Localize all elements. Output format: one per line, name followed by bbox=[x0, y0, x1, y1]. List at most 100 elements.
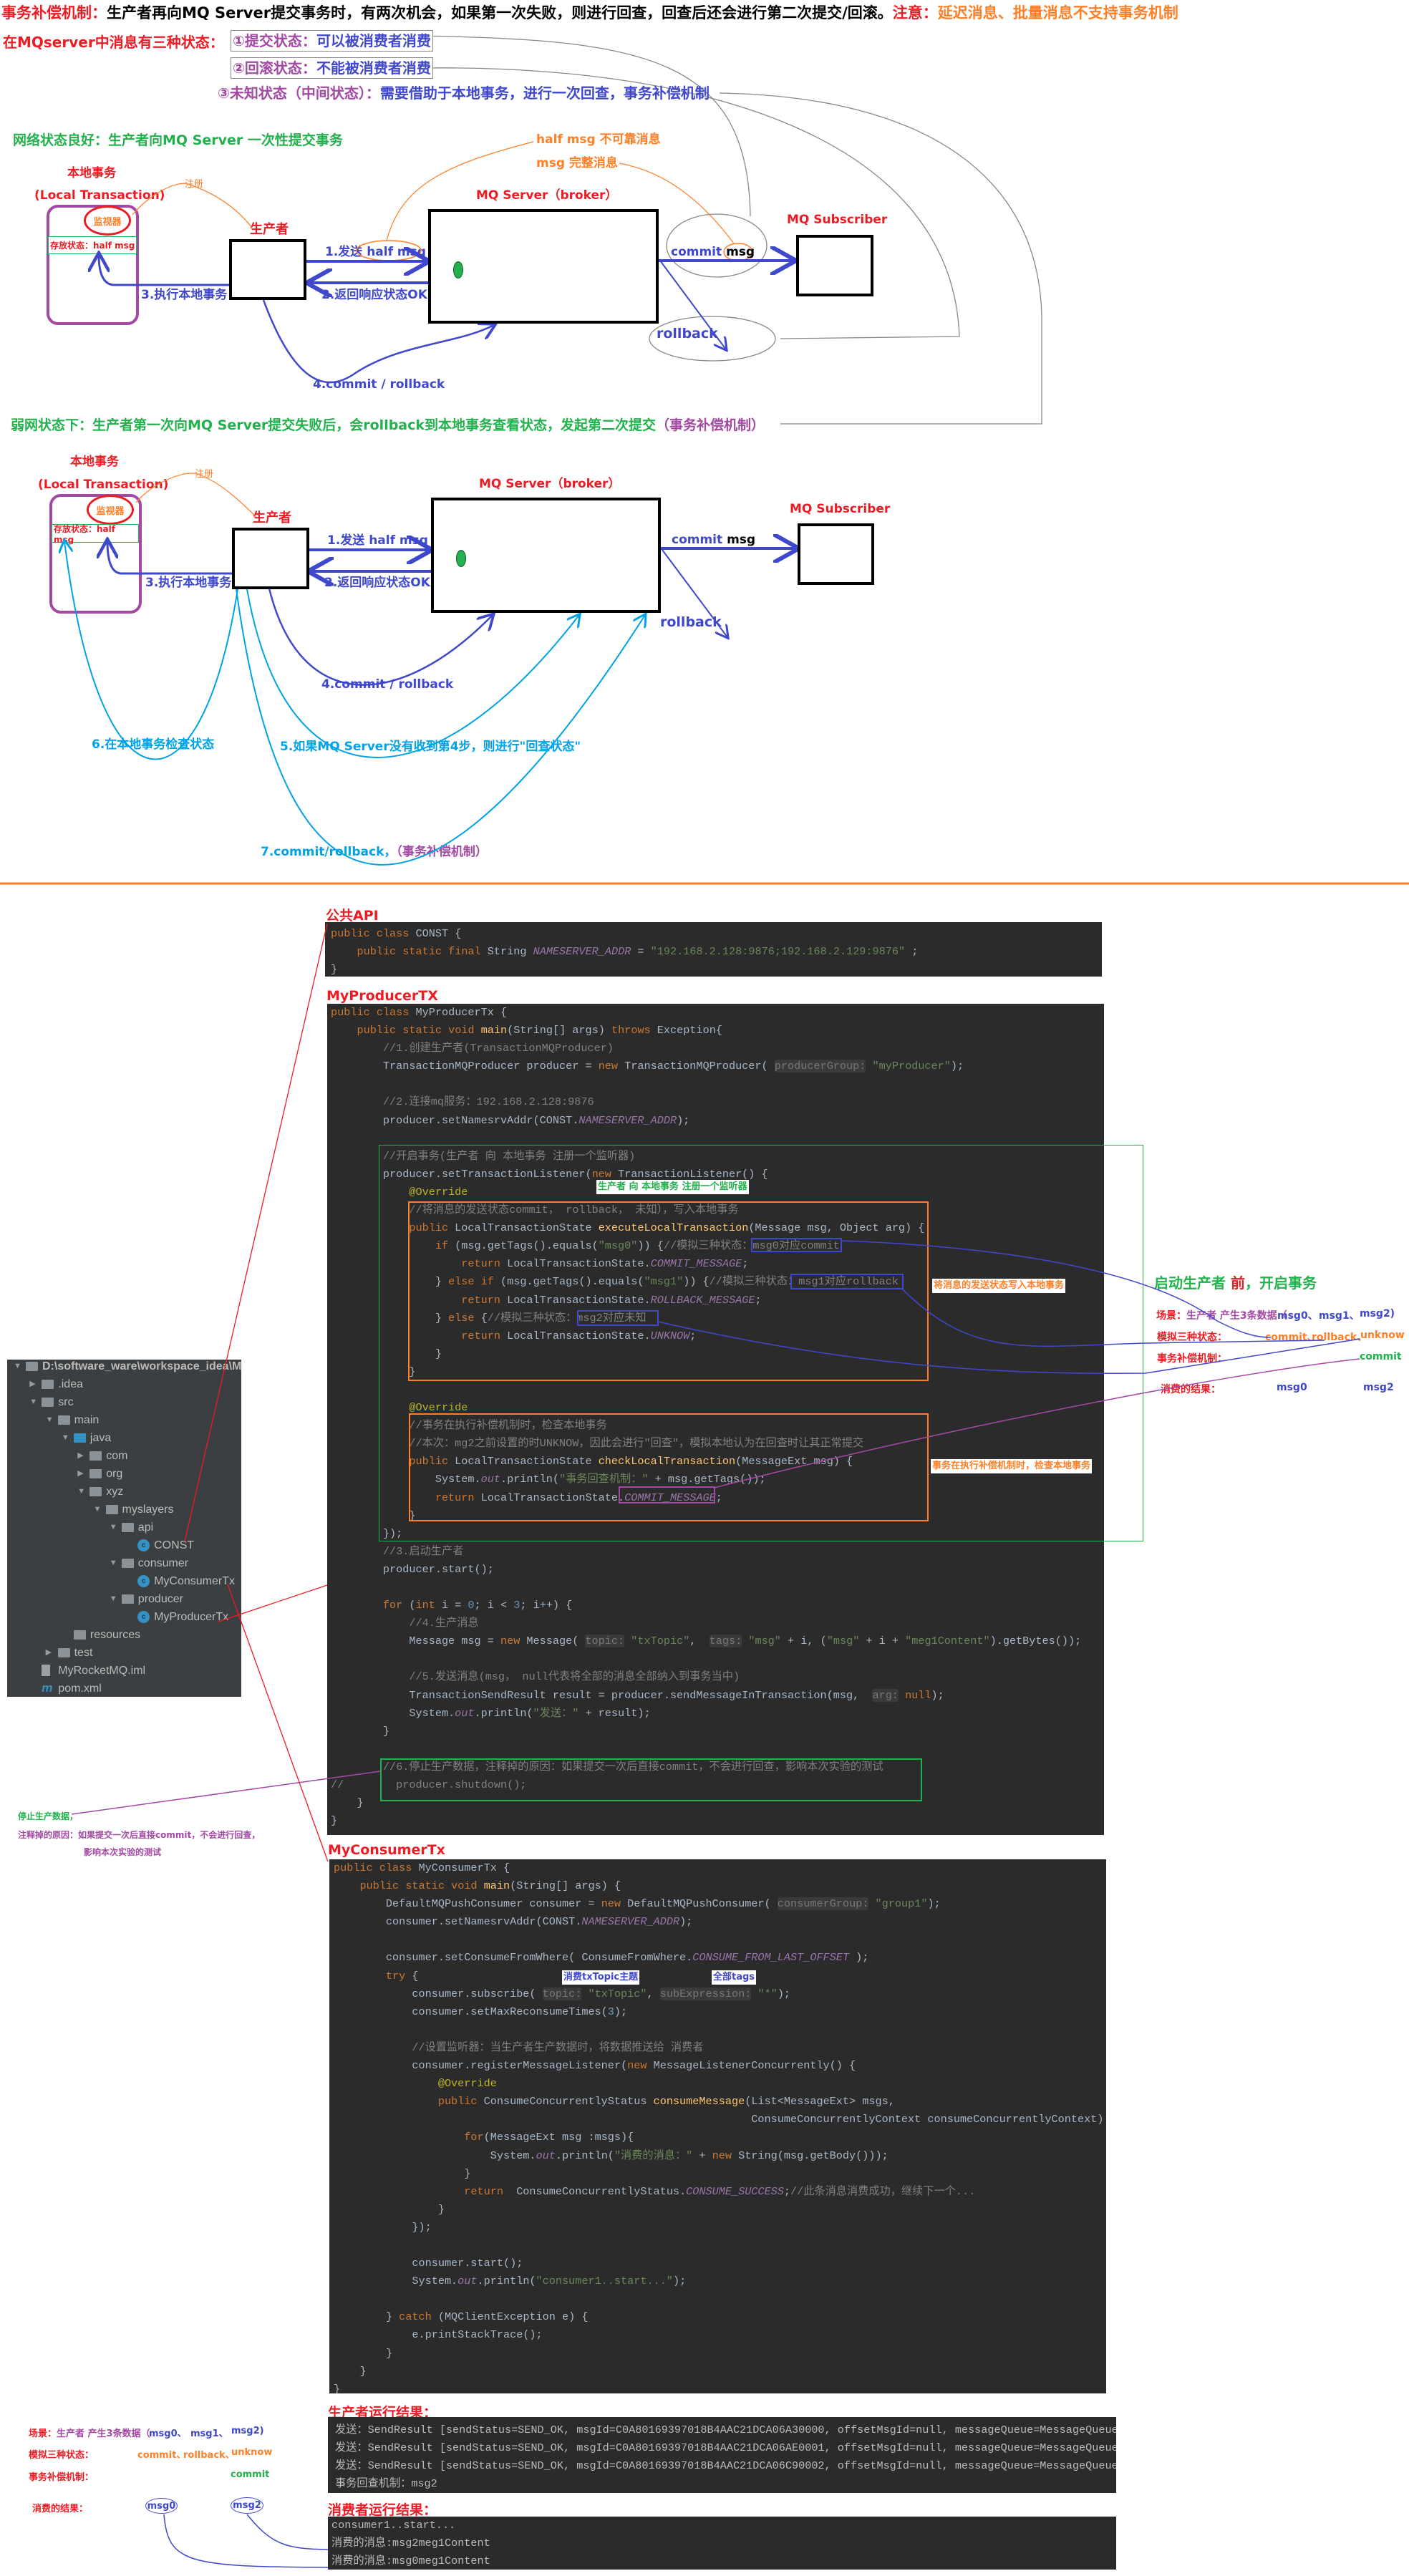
tree-item[interactable]: ▼myslayers bbox=[7, 1501, 241, 1519]
stop-reason-2: 影响本次实验的测试 bbox=[84, 1847, 162, 1857]
producer-console: 发送：SendResult [sendStatus=SEND_OK, msgId… bbox=[328, 2417, 1116, 2493]
collapse-arrow-icon[interactable]: ▶ bbox=[45, 1648, 52, 1657]
tree-item[interactable]: ▼api bbox=[7, 1519, 241, 1536]
scene-label: 场景： bbox=[29, 2429, 57, 2439]
heading-b: 前 bbox=[1230, 1274, 1245, 1292]
code-line bbox=[331, 1650, 1104, 1668]
subscriber-label: MQ Subscriber bbox=[790, 502, 891, 516]
code-line bbox=[334, 2237, 1106, 2255]
collapse-arrow-icon[interactable]: ▶ bbox=[77, 1451, 84, 1460]
sim-rollback: rollback、 bbox=[1312, 1332, 1367, 1343]
code-line: producer.setNamesrvAddr(CONST.NAMESERVER… bbox=[331, 1113, 690, 1127]
code-line: DefaultMQPushConsumer consumer = new Def… bbox=[334, 1897, 941, 1911]
tree-item-label: main bbox=[74, 1414, 100, 1426]
step1-label: 1.发送 half msg bbox=[325, 245, 426, 259]
expand-arrow-icon[interactable]: ▼ bbox=[14, 1362, 21, 1370]
tree-item[interactable]: resources bbox=[7, 1626, 241, 1644]
code-line: } bbox=[331, 963, 338, 977]
code-line: return LocalTransactionState.ROLLBACK_ME… bbox=[461, 1293, 762, 1307]
consumer-result-label: 消费者运行结果： bbox=[328, 2502, 437, 2518]
code-line: } bbox=[331, 1365, 416, 1378]
package-icon bbox=[121, 1594, 134, 1604]
tree-item[interactable]: ▶.idea bbox=[7, 1375, 241, 1393]
producer-label: 生产者 bbox=[253, 510, 291, 526]
listener-note: 生产者 向 本地事务 注册一个监听器 bbox=[596, 1180, 749, 1194]
code-line: public class MyProducerTx { bbox=[331, 1006, 508, 1019]
tree-item[interactable]: ▼java bbox=[7, 1429, 241, 1447]
code-line: TransactionSendResult result = producer.… bbox=[331, 1688, 944, 1702]
step3-label: 3.执行本地事务 bbox=[141, 288, 228, 302]
tree-item[interactable]: ▼ main bbox=[7, 1411, 241, 1429]
tree-item[interactable]: ▶ com bbox=[7, 1447, 241, 1465]
code-line: //事务在执行补偿机制时，检查本地事务 bbox=[409, 1419, 607, 1433]
collapse-arrow-icon[interactable]: ▶ bbox=[29, 1380, 36, 1388]
code-line: ConsumeConcurrentlyContext consumeConcur… bbox=[334, 2113, 1106, 2126]
expand-arrow-icon[interactable]: ▼ bbox=[109, 1594, 117, 1603]
expand-arrow-icon[interactable]: ▼ bbox=[109, 1523, 117, 1531]
expand-arrow-icon[interactable]: ▼ bbox=[45, 1415, 54, 1424]
state-item-commit: ①提交状态：可以被消费者消费 bbox=[231, 30, 433, 52]
code-line: } bbox=[331, 1509, 416, 1522]
note-label: 注意： bbox=[892, 4, 938, 21]
tree-item-label: MyProducerTx bbox=[154, 1611, 229, 1623]
state-item-unknown: ③未知状态（中间状态）：需要借助于本地事务，进行一次回查，事务补偿机制 bbox=[218, 84, 710, 102]
folder-icon bbox=[42, 1398, 54, 1407]
code-line: System.out.println("消费的消息：" + new String… bbox=[334, 2149, 889, 2162]
code-line: public class MyConsumerTx { bbox=[334, 1861, 510, 1874]
code-line: consumer.setConsumeFromWhere( ConsumeFro… bbox=[334, 1951, 869, 1965]
producer-label: 生产者 bbox=[250, 222, 289, 237]
code-line: @Override bbox=[409, 1185, 468, 1199]
producer-box bbox=[232, 528, 309, 589]
code-line: public class CONST { bbox=[331, 927, 462, 940]
tree-item[interactable]: ▼producer bbox=[7, 1590, 241, 1608]
code-line: //设置监听器：当生产者生产数据时，将数据推送给 消费者 bbox=[412, 2040, 704, 2054]
title-suffix: （事务补偿机制） bbox=[656, 417, 765, 433]
title-body: 生产者再向MQ Server提交事务时，有两次机会，如果第一次失败，则进行回查，… bbox=[107, 4, 893, 21]
commit-msg-label: commit msg bbox=[671, 245, 755, 259]
consumer-console: consumer1..start...消费的消息:msg2meg1Content… bbox=[328, 2517, 1116, 2570]
server-label: MQ Server（broker） bbox=[479, 477, 621, 491]
code-line: } bbox=[334, 2346, 393, 2360]
expand-arrow-icon[interactable]: ▼ bbox=[77, 1487, 86, 1496]
expand-arrow-icon[interactable]: ▼ bbox=[61, 1433, 69, 1442]
tree-item[interactable]: ▼consumer bbox=[7, 1554, 241, 1572]
code-line: System.out.println("发送：" + result); bbox=[331, 1706, 651, 1720]
step6-label: 6.在本地事务检查状态 bbox=[92, 737, 215, 752]
monitor-circle: 监视器 bbox=[84, 205, 131, 236]
package-icon bbox=[89, 1469, 102, 1478]
tree-item[interactable]: ▶test bbox=[7, 1644, 241, 1662]
tree-item-label: pom.xml bbox=[58, 1682, 102, 1695]
tree-item[interactable]: ▼xyz bbox=[7, 1483, 241, 1501]
code-line: System.out.println("consumer1..start..."… bbox=[334, 2275, 687, 2288]
stop-reason-label: 注释掉的原因： bbox=[18, 1830, 79, 1840]
console-line: 消费的消息:msg2meg1Content bbox=[331, 2537, 490, 2550]
code-line: return LocalTransactionState.COMMIT_MESS… bbox=[435, 1491, 722, 1504]
stored-state-box: 存放状态：half msg bbox=[48, 236, 137, 254]
rollback-label: rollback bbox=[657, 326, 718, 342]
tree-item[interactable]: ▶org bbox=[7, 1465, 241, 1483]
stop-reason: 注释掉的原因：如果提交一次后直接commit，不会进行回查， bbox=[18, 1830, 260, 1840]
stored-state-box: 存放状态：half msg bbox=[52, 524, 139, 545]
step4-label: 4.commit / rollback bbox=[321, 677, 454, 692]
code-line: public ConsumeConcurrentlyStatus consume… bbox=[437, 2095, 895, 2108]
code-line: public static void main(String[] args) t… bbox=[357, 1024, 722, 1037]
tree-item[interactable]: MyRocketMQ.iml bbox=[7, 1662, 241, 1680]
code-line: } bbox=[331, 1814, 338, 1828]
tree-item[interactable]: ▼D:\software_ware\workspace_idea\M bbox=[7, 1360, 241, 1375]
project-file-tree[interactable]: ▼D:\software_ware\workspace_idea\M▶.idea… bbox=[7, 1360, 241, 1697]
code-line: //4.生产消息 bbox=[409, 1617, 479, 1630]
tree-item[interactable]: ▼src bbox=[7, 1393, 241, 1411]
state-item-rollback: ②回滚状态：不能被消费者消费 bbox=[231, 57, 433, 79]
collapse-arrow-icon[interactable]: ▶ bbox=[77, 1469, 84, 1478]
package-icon bbox=[105, 1505, 118, 1514]
code-line: for (int i = 0; i < 3; i++) { bbox=[382, 1599, 573, 1612]
expand-arrow-icon[interactable]: ▼ bbox=[93, 1505, 102, 1514]
tree-item-label: com bbox=[106, 1450, 128, 1462]
expand-arrow-icon[interactable]: ▼ bbox=[29, 1398, 38, 1406]
states-label: 在MQserver中消息有三种状态： bbox=[3, 34, 224, 51]
expand-arrow-icon[interactable]: ▼ bbox=[109, 1559, 117, 1567]
